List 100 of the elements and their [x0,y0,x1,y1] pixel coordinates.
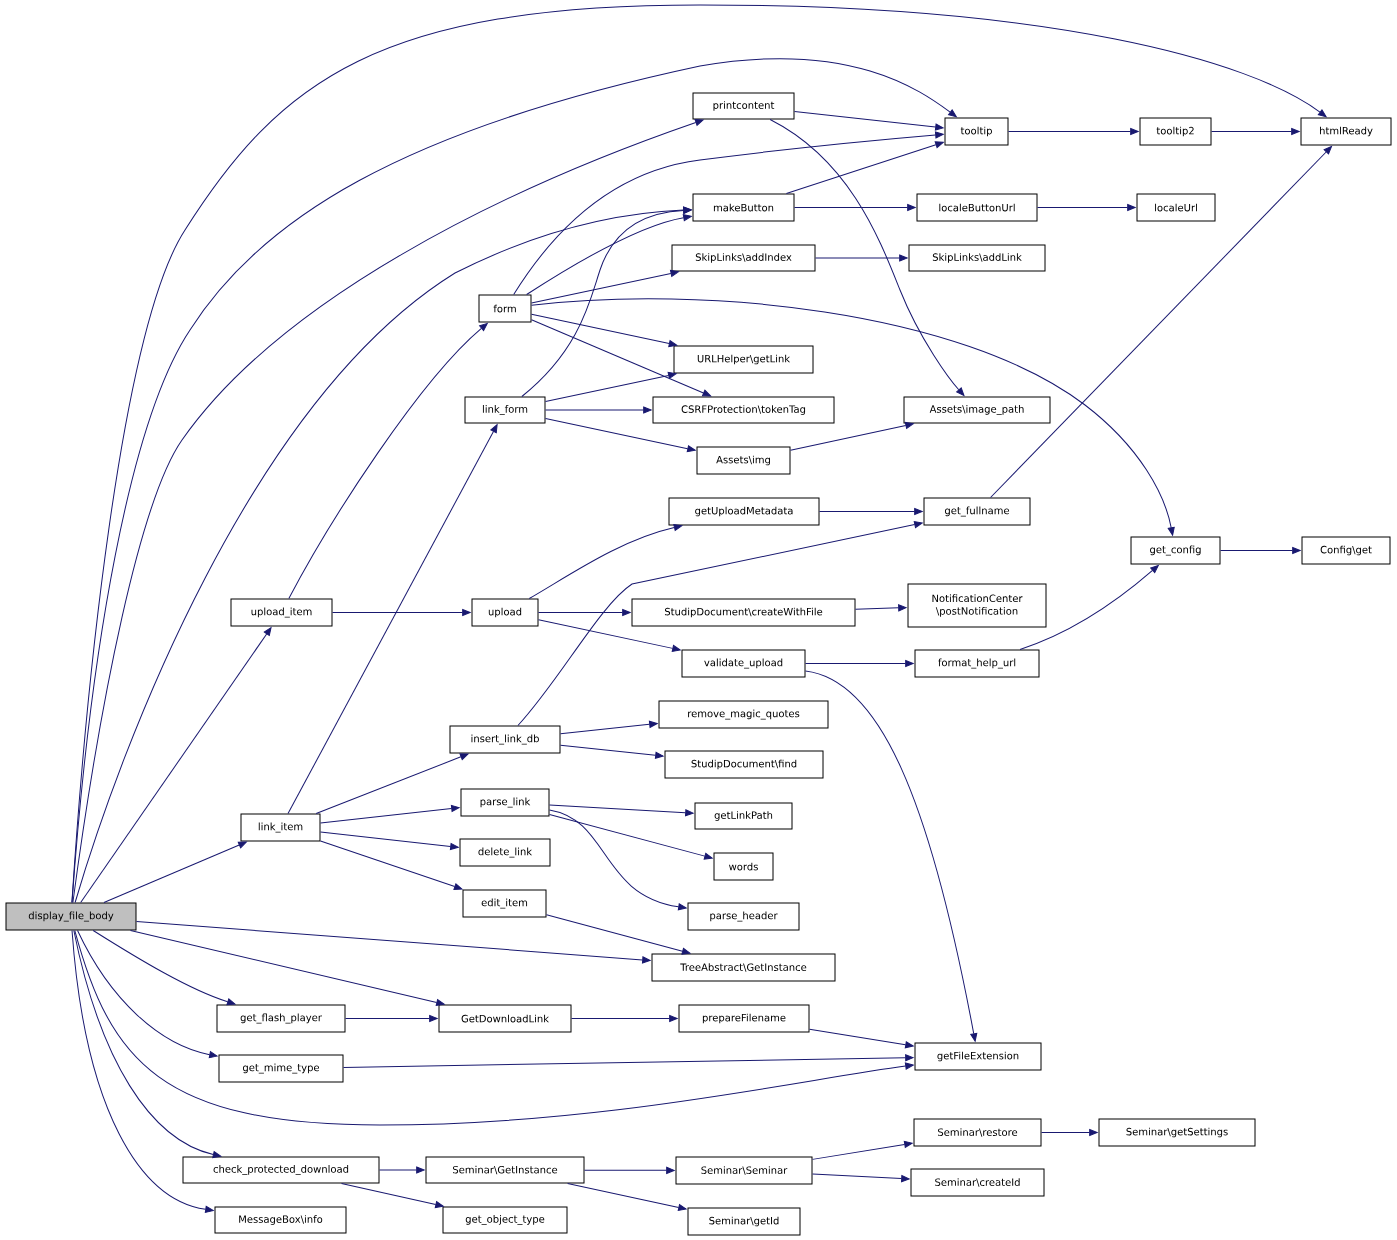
arrow [785,141,944,194]
arrow [560,744,664,759]
function-box: Config\get [1301,536,1391,565]
arrow [71,930,214,1213]
function-box: Seminar\GetInstance [425,1156,585,1184]
arrow [790,421,914,451]
function-box: insert_link_db [449,725,561,754]
arrow [71,4,1327,903]
function-box: CSRFProtection\tokenTag [652,396,835,424]
arrow [571,1014,678,1023]
arrow [531,269,679,304]
function-box: Seminar\createId [910,1168,1045,1197]
function-box: localeButtonUrl [916,193,1038,222]
function-box: StudipDocument\find [664,750,824,779]
function-box: parse_header [687,902,800,931]
arrow [531,298,1175,536]
function-box: get_config [1130,536,1221,565]
arrow [1041,1128,1098,1137]
arrow [819,507,923,516]
function-box: getFileExtension [914,1042,1042,1071]
function-box: TreeAbstract\GetInstance [651,953,836,982]
arrow [343,1054,914,1068]
function-box: Seminar\restore [913,1118,1042,1147]
arrow [136,920,651,964]
arrow [549,809,687,911]
arrow [805,659,914,668]
function-box: localeUrl [1136,193,1216,222]
arrow [855,604,907,612]
arrow [341,1183,444,1209]
arrow [812,1140,913,1160]
function-box: getUploadMetadata [668,497,820,526]
arrow [103,841,247,903]
arrow [345,1014,438,1023]
function-box: URLHelper\getLink [673,345,814,374]
arrow [545,406,652,414]
arrow [74,930,914,1126]
function-box: delete_link [459,838,551,867]
arrow [549,813,713,860]
arrow [1019,564,1159,650]
function-box: display_file_body [5,902,137,931]
function-box: makeButton [692,193,795,222]
arrow [80,627,272,903]
arrow [528,524,683,599]
arrow [545,418,696,453]
function-box: tooltip [944,117,1009,146]
function-box: SkipLinks\addLink [908,244,1046,272]
function-box: StudipDocument\createWithFile [631,598,856,627]
function-box: validate_upload [681,649,806,678]
function-box: format_help_url [914,649,1040,678]
function-box: getLinkPath [694,802,793,830]
function-box: tooltip2 [1139,117,1212,146]
function-box: link_item [240,813,321,842]
function-box: Assets\img [696,446,791,475]
arrow [805,670,978,1042]
arrow [513,131,944,295]
function-box: NotificationCenter \postNotification [907,583,1047,628]
function-box: remove_magic_quotes [658,700,829,729]
arrow [1211,127,1300,136]
arrow [990,146,1332,498]
function-box: get_flash_player [216,1004,346,1033]
arrow [320,840,463,891]
function-box: Seminar\getId [687,1207,801,1236]
function-box: form [478,294,532,323]
arrow [315,753,469,814]
arrow [92,930,236,1006]
arrow [769,119,965,396]
function-box: link_form [464,396,546,424]
arrow [130,930,445,1006]
function-box: check_protected_download [182,1156,380,1184]
arrow [1037,203,1136,212]
arrow [584,1166,675,1174]
function-box: upload [471,598,539,627]
function-box: get_fullname [923,497,1031,526]
arrow [815,254,908,262]
arrow [812,1173,910,1183]
arrow [794,111,944,131]
arrow [546,914,691,955]
arrow [538,619,681,652]
function-box: printcontent [692,92,795,120]
arrow [77,930,218,1059]
arrow [531,319,712,397]
arrow [1220,546,1301,555]
function-box: get_object_type [442,1206,568,1234]
function-box: get_mime_type [218,1054,344,1083]
arrow [288,322,488,599]
arrow [809,1028,914,1049]
function-box: Seminar\Seminar [675,1156,813,1185]
arrow [287,424,498,814]
function-box: Assets\image_path [903,396,1051,424]
arrow [1008,127,1139,136]
function-box: GetDownloadLink [438,1004,572,1033]
arrow [521,206,692,397]
arrow [531,313,678,348]
arrow [332,608,471,617]
function-box: Seminar\getSettings [1098,1118,1256,1147]
function-box: MessageBox\info [214,1206,347,1234]
arrow [379,1166,425,1174]
arrow [538,608,631,617]
function-box: parse_link [460,788,550,817]
arrow [567,1183,687,1211]
